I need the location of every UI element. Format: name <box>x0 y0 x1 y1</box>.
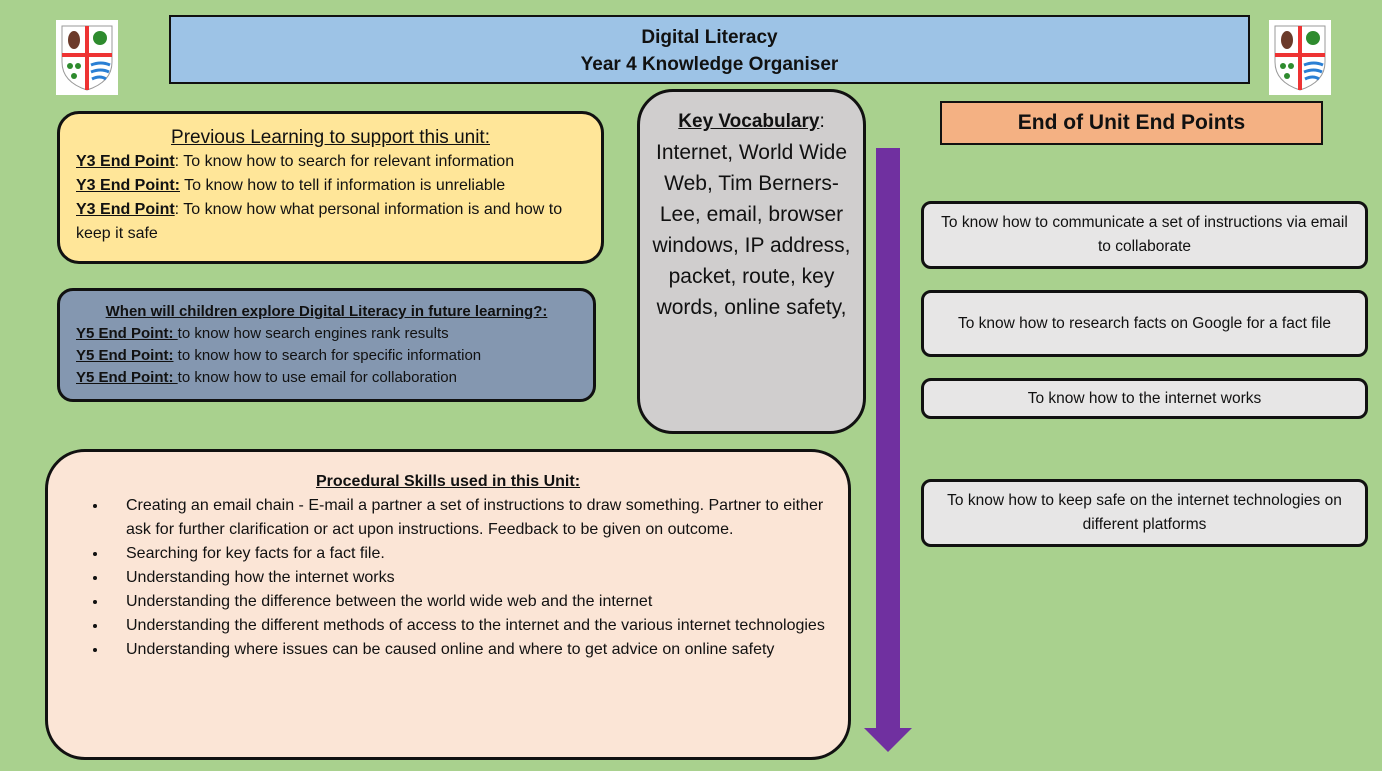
previous-item: Y3 End Point: To know how what personal … <box>76 198 585 246</box>
procedural-skills-box: Procedural Skills used in this Unit: Cre… <box>45 449 851 760</box>
future-item: Y5 End Point: to know how to search for … <box>76 345 577 367</box>
vocab-heading: Key Vocabulary <box>678 111 820 132</box>
item-label: Y5 End Point: <box>76 325 178 342</box>
title-line-1: Digital Literacy <box>641 27 778 48</box>
item-label: Y3 End Point <box>76 153 175 170</box>
future-learning-heading: When will children explore Digital Liter… <box>105 303 548 320</box>
list-item: Creating an email chain - E-mail a partn… <box>108 494 828 542</box>
vocab-colon: : <box>819 111 825 132</box>
end-point-item: To know how to the internet works <box>921 378 1368 419</box>
item-text: to know how to use email for collaborati… <box>177 369 457 386</box>
item-label: Y5 End Point: <box>76 347 174 364</box>
item-text: to know how to search for specific infor… <box>173 347 482 364</box>
previous-learning-heading: Previous Learning to support this unit: <box>171 127 490 148</box>
procedural-heading: Procedural Skills used in this Unit: <box>315 473 581 490</box>
future-learning-box: When will children explore Digital Liter… <box>57 288 596 402</box>
vocab-text: Internet, World Wide Web, Tim Berners-Le… <box>652 141 851 319</box>
end-point-item: To know how to keep safe on the internet… <box>921 479 1368 547</box>
end-point-text: To know how to the internet works <box>1027 389 1262 407</box>
list-item: Searching for key facts for a fact file. <box>108 542 828 566</box>
item-text: to know how search engines rank results <box>177 325 449 342</box>
end-point-text: To know how to research facts on Google … <box>957 314 1332 332</box>
end-point-item: To know how to communicate a set of inst… <box>921 201 1368 269</box>
page-title: Digital Literacy Year 4 Knowledge Organi… <box>169 15 1250 84</box>
key-vocabulary-box: Key Vocabulary: Internet, World Wide Web… <box>637 89 866 434</box>
previous-item: Y3 End Point: To know how to search for … <box>76 150 585 174</box>
item-text: : To know how to search for relevant inf… <box>174 153 515 170</box>
school-crest-logo-right <box>1269 20 1331 95</box>
item-label: Y3 End Point: <box>76 177 180 194</box>
item-label: Y3 End Point <box>76 201 175 218</box>
future-item: Y5 End Point: to know how search engines… <box>76 323 577 345</box>
item-label: Y5 End Point: <box>76 369 178 386</box>
list-item: Understanding the different methods of a… <box>108 614 828 638</box>
procedural-list: Creating an email chain - E-mail a partn… <box>68 494 828 662</box>
previous-item: Y3 End Point: To know how to tell if inf… <box>76 174 585 198</box>
list-item: Understanding the difference between the… <box>108 590 828 614</box>
end-points-heading: End of Unit End Points <box>940 101 1323 145</box>
previous-learning-box: Previous Learning to support this unit: … <box>57 111 604 264</box>
list-item: Understanding where issues can be caused… <box>108 638 828 662</box>
end-point-item: To know how to research facts on Google … <box>921 290 1368 357</box>
list-item: Understanding how the internet works <box>108 566 828 590</box>
item-text: : To know how what personal information … <box>76 201 563 242</box>
down-arrow-icon <box>864 148 912 752</box>
title-line-2: Year 4 Knowledge Organiser <box>580 54 839 75</box>
item-text: To know how to tell if information is un… <box>180 177 506 194</box>
end-point-text: To know how to communicate a set of inst… <box>941 214 1348 255</box>
school-crest-logo-left <box>56 20 118 95</box>
future-item: Y5 End Point: to know how to use email f… <box>76 367 577 389</box>
end-point-text: To know how to keep safe on the internet… <box>947 492 1342 533</box>
